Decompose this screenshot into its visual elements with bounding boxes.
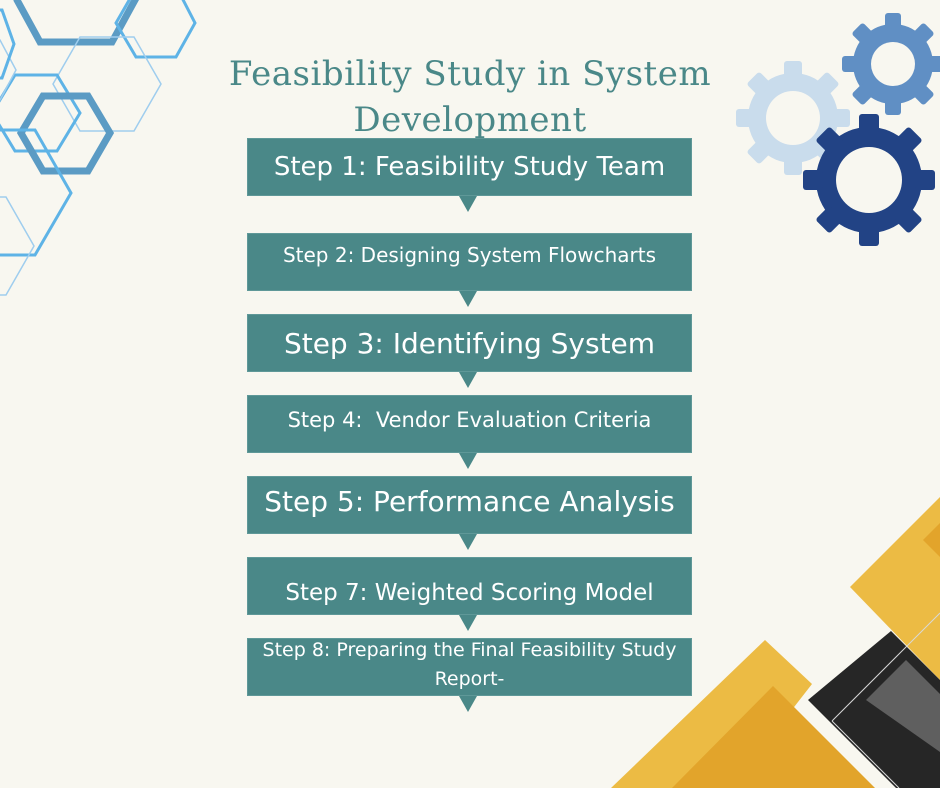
step-label: Step 7: Weighted Scoring Model: [285, 580, 654, 606]
step-box-5: Step 5: Performance Analysis: [247, 476, 692, 550]
step-box-1: Step 1: Feasibility Study Team: [247, 138, 692, 212]
step-box-7: Step 7: Weighted Scoring Model: [247, 557, 692, 631]
down-arrow-icon: [459, 615, 477, 631]
title-line-1: Feasibility Study in System: [228, 53, 712, 94]
step-label: Step 1: Feasibility Study Team: [273, 152, 666, 182]
down-arrow-icon: [459, 196, 477, 212]
down-arrow-icon: [459, 291, 477, 307]
step-label: Step 4: Vendor Evaluation Criteria: [287, 408, 652, 432]
down-arrow-icon: [459, 534, 477, 550]
step-box-8: Step 8: Preparing the Final Feasibility …: [247, 638, 692, 712]
step-box-2: Step 2: Designing System Flowcharts: [247, 233, 692, 307]
step-label: Step 2: Designing System Flowcharts: [282, 243, 657, 267]
step-label: Step 8: Preparing the Final Feasibility …: [262, 639, 677, 690]
down-arrow-icon: [459, 453, 477, 469]
step-box-3: Step 3: Identifying System: [247, 314, 692, 388]
title-line-2: Development: [353, 99, 587, 140]
step-label: Step 5: Performance Analysis: [264, 484, 675, 518]
step-box-4: Step 4: Vendor Evaluation Criteria: [247, 395, 692, 469]
page-title: Feasibility Study in System Development: [170, 51, 770, 143]
down-arrow-icon: [459, 372, 477, 388]
hexagon-cluster-icon: [0, 0, 197, 296]
down-arrow-icon: [459, 696, 477, 712]
step-label: Step 3: Identifying System: [283, 326, 656, 360]
